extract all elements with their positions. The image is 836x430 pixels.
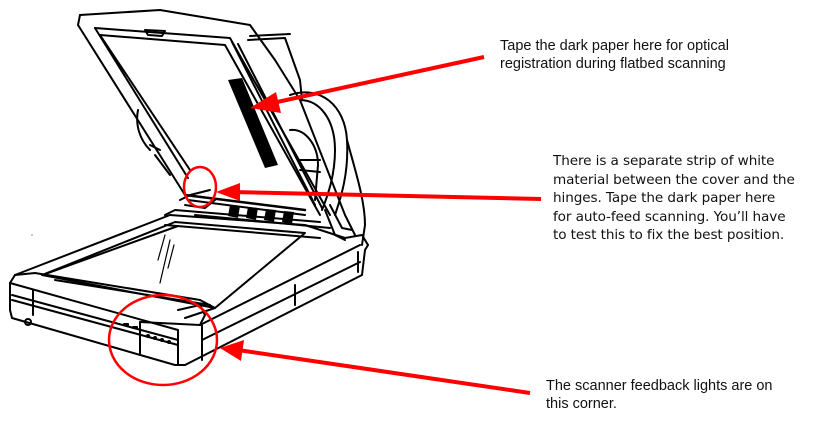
- annotation-line: registration during flatbed scanning: [500, 56, 726, 72]
- red-circle-hinge: [182, 165, 218, 209]
- annotation-feedback-lights: The scanner feedback lights are on this …: [546, 377, 773, 413]
- annotation-line: material between the cover and the: [553, 171, 795, 188]
- annotation-line: Tape the dark paper here for optical: [500, 38, 729, 54]
- annotation-line: The scanner feedback lights are on: [546, 378, 773, 394]
- annotation-auto-feed-strip: There is a separate strip of white mater…: [553, 152, 795, 245]
- annotation-optical-registration: Tape the dark paper here for optical reg…: [500, 37, 729, 73]
- annotation-line: hinges. Tape the dark paper here: [553, 190, 776, 206]
- annotation-line: There is a separate strip of white: [553, 153, 775, 169]
- annotation-line: to test this to fix the best position.: [553, 227, 785, 243]
- annotation-line: this corner.: [546, 396, 617, 412]
- annotation-line: for auto-feed scanning. You’ll have: [553, 208, 786, 225]
- red-circle-lights: [107, 293, 219, 387]
